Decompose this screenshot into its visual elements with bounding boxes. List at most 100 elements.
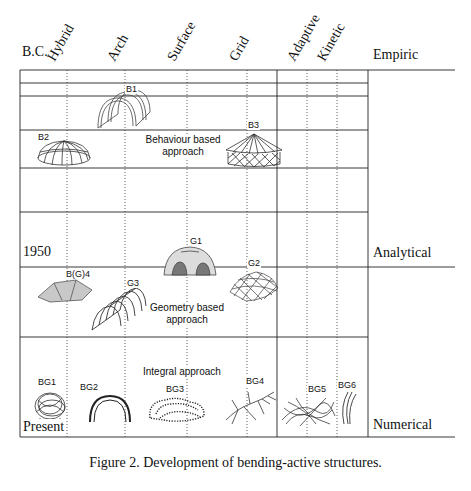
yurt-sketch-b3-stroke <box>254 134 266 153</box>
approach-label: Behaviour based approach <box>143 134 223 158</box>
branch-sketch-bg4-stroke <box>232 396 276 424</box>
timeline-grid-stroke <box>20 96 368 97</box>
branch-sketch-bg4-stroke <box>232 392 270 420</box>
shell-sketch-g1-stroke <box>164 247 216 275</box>
tangle-sketch-bg5 <box>282 398 335 426</box>
column-dividers-stroke <box>307 70 308 437</box>
arch-sketch-bg2-stroke <box>94 400 126 422</box>
timeline-grid-stroke <box>20 168 368 169</box>
arch-sketch-bg2 <box>90 396 130 422</box>
gridshell-sketch-g2-stroke <box>234 272 277 301</box>
tangle-sketch-bg5-stroke <box>286 410 332 424</box>
example-label: B1 <box>125 84 138 94</box>
timeline-grid-stroke <box>277 70 278 437</box>
timeline-grid-stroke <box>20 437 455 438</box>
timeline-grid <box>20 70 455 437</box>
example-label: BG5 <box>307 384 327 394</box>
branch-sketch-bg4-stroke <box>226 392 274 420</box>
approach-label: Geometry based approach <box>148 302 226 326</box>
example-label: BG4 <box>245 376 265 386</box>
column-dividers-stroke <box>67 70 68 437</box>
gridshell-sketch-g2-stroke <box>230 272 278 301</box>
timeline-grid-stroke <box>20 130 368 131</box>
method-label: Analytical <box>372 245 432 261</box>
example-label: BG1 <box>37 377 57 387</box>
yurt-sketch-b3-stroke <box>249 134 254 154</box>
column-dividers-stroke <box>125 70 126 437</box>
example-label: G2 <box>247 258 261 268</box>
example-label: BG2 <box>79 382 99 392</box>
yurt-sketch-b3 <box>226 134 282 167</box>
method-label: Numerical <box>372 417 433 433</box>
yurt-sketch-b3-stroke <box>228 152 280 167</box>
dome-sketch-b2-stroke <box>62 141 64 165</box>
column-header: Arch <box>104 32 132 64</box>
era-label: Present <box>22 419 65 435</box>
example-label: G3 <box>126 278 140 288</box>
timeline-grid-stroke <box>20 70 455 71</box>
example-label: BG3 <box>165 384 185 394</box>
branch-sketch-bg4 <box>226 392 276 424</box>
arch-sketch-b1-stroke <box>98 98 136 128</box>
shell-sketch-g1 <box>164 247 216 275</box>
yurt-sketch-b3-stroke <box>228 152 280 167</box>
yurt-sketch-b3-stroke <box>232 153 280 167</box>
arch-sketch-b1-stroke <box>98 114 118 128</box>
example-label: B3 <box>247 120 260 130</box>
vault-sketch-g3-stroke <box>120 288 146 310</box>
cloud-sketch-bg3-stroke <box>150 398 204 421</box>
timeline-grid-stroke <box>20 212 368 213</box>
tangle-sketch-bg5-stroke <box>288 398 330 426</box>
timeline-grid-stroke <box>20 267 455 268</box>
column-header: Hybrid <box>44 22 78 64</box>
yurt-sketch-b3-stroke <box>254 134 275 152</box>
arch-sketch-b1 <box>98 90 150 128</box>
cloud-sketch-bg3-stroke <box>160 412 200 418</box>
column-header: Surface <box>164 19 199 64</box>
slat-sketch-bg6-stroke <box>350 394 356 424</box>
era-label: 1950 <box>22 244 52 260</box>
tent-sketch-bg4 <box>38 280 92 302</box>
era-label: B.C. <box>21 44 49 60</box>
arch-sketch-b1-stroke <box>136 112 150 126</box>
example-label: B(G)4 <box>65 269 91 279</box>
example-label: BG6 <box>337 380 357 390</box>
ring-sketch-bg1-stroke <box>36 398 64 412</box>
tent-sketch-bg4-stroke <box>38 280 92 302</box>
gridshell-sketch-g2 <box>230 272 278 301</box>
vault-sketch-g3-stroke <box>110 288 136 306</box>
dome-sketch-b2-stroke <box>64 141 88 160</box>
slat-sketch-bg6 <box>343 392 356 424</box>
column-header: Grid <box>226 34 253 64</box>
dome-sketch-b2-stroke <box>52 141 64 165</box>
tent-sketch-bg4-stroke <box>54 280 76 301</box>
cloud-sketch-bg3-stroke <box>156 404 198 414</box>
vault-sketch-g3 <box>92 288 146 330</box>
shell-sketch-g1-stroke <box>181 251 199 252</box>
arch-sketch-bg2-stroke <box>90 396 130 422</box>
timeline-grid-stroke <box>20 70 21 437</box>
dome-sketch-b2-stroke <box>64 141 82 163</box>
dome-sketch-b2-stroke <box>44 141 64 163</box>
figure-caption: Figure 2. Development of bending-active … <box>0 455 471 471</box>
shell-sketch-g1-stroke <box>196 263 210 275</box>
timeline-grid-stroke <box>20 83 368 84</box>
arch-sketch-b1-stroke <box>108 92 146 122</box>
approach-label: Integral approach <box>143 366 221 378</box>
yurt-sketch-b3-stroke <box>226 134 282 150</box>
timeline-grid-stroke <box>20 337 368 338</box>
gridshell-sketch-g2-stroke <box>232 278 277 291</box>
dome-sketch-b2 <box>38 141 90 165</box>
column-dividers <box>67 70 337 437</box>
dome-sketch-b2-stroke <box>40 149 88 152</box>
arch-sketch-b1-stroke <box>111 95 143 122</box>
ring-sketch-bg1-stroke <box>39 400 65 416</box>
shell-sketch-g1-stroke <box>172 262 187 275</box>
vault-sketch-g3-stroke <box>92 310 120 330</box>
dome-sketch-b2-stroke <box>64 141 72 165</box>
example-label: G1 <box>189 236 203 246</box>
ring-sketch-bg1-stroke <box>35 393 65 419</box>
yurt-sketch-b3-stroke <box>241 134 254 153</box>
timeline-grid-stroke <box>368 70 369 437</box>
method-label: Empiric <box>372 47 419 63</box>
